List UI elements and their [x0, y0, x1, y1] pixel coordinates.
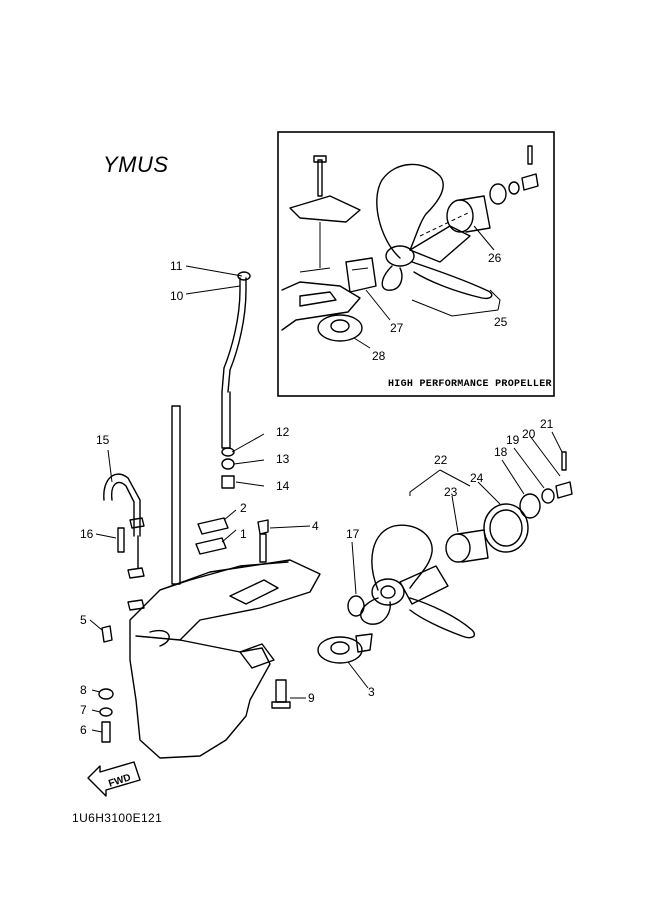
callout-23: 23 — [444, 485, 458, 499]
lower-unit-drawing — [87, 271, 573, 797]
callout-5: 5 — [80, 613, 87, 627]
callout-26: 26 — [488, 251, 502, 265]
callout-18: 18 — [494, 445, 508, 459]
callout-1: 1 — [240, 527, 247, 541]
callout-12: 12 — [276, 425, 290, 439]
region-label: YMUS — [103, 152, 169, 177]
callout-19: 19 — [506, 433, 520, 447]
callout-8: 8 — [80, 683, 87, 697]
callout-14: 14 — [276, 479, 290, 493]
callout-28: 28 — [372, 349, 386, 363]
callout-2: 2 — [240, 501, 247, 515]
callout-25: 25 — [494, 315, 508, 329]
inset-title: HIGH PERFORMANCE PROPELLER — [388, 379, 552, 390]
callout-6: 6 — [80, 723, 87, 737]
inset-propeller-drawing — [281, 145, 539, 342]
callout-27: 27 — [390, 321, 404, 335]
callout-20: 20 — [522, 427, 536, 441]
callout-7: 7 — [80, 703, 87, 717]
callout-15: 15 — [96, 433, 110, 447]
leader-lines — [89, 225, 563, 733]
callout-9: 9 — [308, 691, 315, 705]
callout-13: 13 — [276, 452, 290, 466]
callout-22: 22 — [434, 453, 448, 467]
drawing-code: 1U6H3100E121 — [72, 811, 163, 825]
fwd-arrow-outline — [87, 761, 141, 797]
callout-4: 4 — [312, 519, 319, 533]
callout-11: 11 — [170, 259, 183, 273]
callout-10: 10 — [170, 289, 184, 303]
callout-16: 16 — [80, 527, 94, 541]
callouts: 11 10 12 13 14 15 16 2 1 4 5 8 7 6 9 3 1… — [80, 251, 554, 737]
callout-24: 24 — [470, 471, 484, 485]
callout-3: 3 — [368, 685, 375, 699]
inset-frame — [277, 131, 555, 397]
fwd-arrow-label: FWD — [107, 772, 132, 790]
callout-21: 21 — [540, 417, 554, 431]
callout-17: 17 — [346, 527, 360, 541]
